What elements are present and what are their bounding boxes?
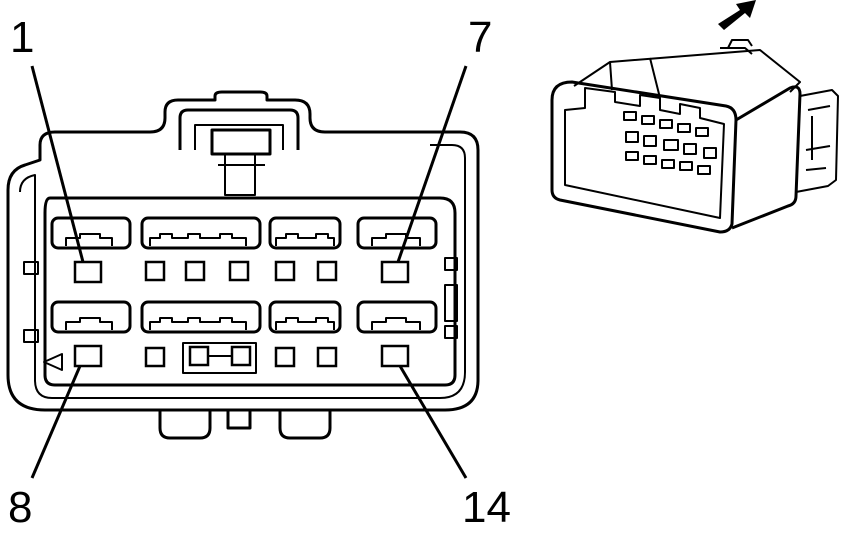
iso-rear-detail: [805, 105, 831, 171]
pin-10: [188, 345, 210, 367]
terminal-tab: [371, 233, 421, 246]
iso-cavity: [703, 147, 717, 159]
cavity-row2-c: [268, 300, 342, 334]
right-clip-bottom: [444, 325, 458, 339]
terminal-tab: [149, 317, 247, 330]
inner-frame: [43, 196, 457, 387]
bottom-foot-left: [158, 410, 212, 440]
iso-cavity: [677, 123, 691, 133]
iso-cavity: [659, 119, 673, 129]
triangle-left-icon: [43, 353, 63, 371]
label-pin-1: 1: [10, 13, 34, 62]
blocked-cavity: [182, 342, 257, 374]
pin-1: [73, 260, 103, 284]
iso-cavity: [663, 139, 679, 151]
cavity-row1-c: [268, 216, 342, 250]
iso-cavity: [625, 131, 639, 143]
cavity-row1-b: [140, 216, 262, 250]
terminal-tab: [275, 233, 335, 246]
bottom-foot-right: [278, 410, 332, 440]
right-clip-mid: [444, 284, 458, 322]
iso-cavity: [643, 155, 657, 165]
leader-line-pin-1: [30, 65, 85, 263]
connector-face-view: [6, 65, 480, 479]
terminal-tab: [275, 317, 335, 330]
cavity-row2-d: [356, 300, 438, 334]
pin-6: [316, 260, 338, 282]
pin-13: [316, 346, 338, 368]
pin-4: [228, 260, 250, 282]
housing-inner-outline: [19, 144, 466, 399]
top-latch: [178, 108, 300, 150]
iso-side-face: [731, 85, 802, 230]
left-clip-bottom: [23, 329, 39, 343]
pin-8: [73, 344, 103, 368]
pin-3: [184, 260, 206, 282]
arrow-up-right-icon: [718, 0, 756, 30]
leader-line-pin-8: [30, 365, 82, 479]
iso-cavity: [695, 127, 709, 137]
latch-tab-stem: [224, 154, 256, 196]
iso-cavity: [625, 151, 639, 161]
iso-cavity: [643, 135, 657, 147]
iso-rear-housing: [795, 89, 839, 193]
iso-latch: [727, 39, 753, 49]
top-latch-inner: [194, 124, 284, 150]
cavity-row2-a: [50, 300, 132, 334]
iso-cavity: [679, 161, 693, 171]
pin-5: [274, 260, 296, 282]
pin-12: [274, 346, 296, 368]
terminal-tab: [65, 317, 113, 330]
bottom-foot-center: [226, 410, 252, 430]
iso-cavity-grid: [623, 111, 717, 175]
cavity-row1-d: [356, 216, 438, 250]
iso-front-inner: [564, 87, 725, 219]
latch-tab: [210, 128, 272, 156]
iso-front-face: [550, 80, 738, 234]
iso-cavity: [683, 143, 697, 155]
label-pin-7: 7: [468, 13, 492, 62]
pin-7: [380, 260, 410, 284]
iso-cavity: [661, 159, 675, 169]
pin-2: [144, 260, 166, 282]
iso-top-face: [573, 49, 801, 93]
cavity-row2-b: [140, 300, 262, 334]
pin-14: [380, 344, 410, 368]
terminal-tab: [371, 317, 421, 330]
housing-outline: [6, 90, 480, 412]
connector-isometric-view: [550, 0, 839, 234]
leader-line-pin-14: [398, 365, 468, 479]
label-pin-8: 8: [8, 483, 32, 532]
terminal-tab: [149, 233, 247, 246]
right-clip-top: [444, 257, 458, 271]
iso-cavity: [623, 111, 637, 121]
iso-cavity: [641, 115, 655, 125]
pin-9: [144, 346, 166, 368]
terminal-tab: [65, 233, 113, 246]
leader-line-pin-7: [396, 65, 468, 263]
label-pin-14: 14: [462, 483, 511, 532]
iso-cavity: [697, 165, 711, 175]
left-clip-top: [23, 261, 39, 275]
cavity-row1-a: [50, 216, 132, 250]
pin-11: [230, 345, 252, 367]
